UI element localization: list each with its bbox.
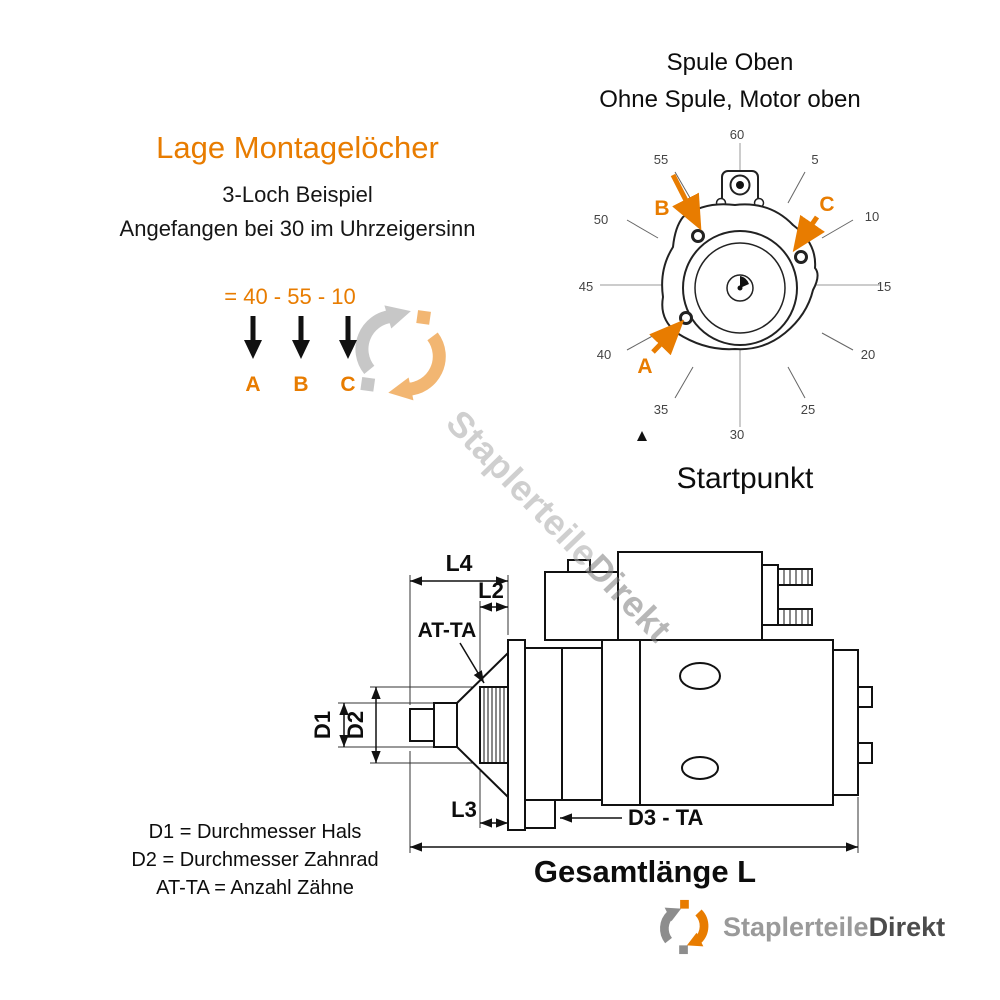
clock-title-line2: Ohne Spule, Motor oben (599, 86, 861, 113)
hole-label-b: B (293, 373, 308, 396)
brand-logo-icon (660, 899, 709, 955)
solenoid (617, 551, 763, 641)
clock-label-a: A (637, 355, 652, 378)
terminal-stud (777, 608, 813, 626)
dim-label-l4: L4 (446, 550, 473, 576)
legend: D1 = Durchmesser Hals D2 = Durchmesser Z… (105, 818, 405, 902)
starter-front-view (661, 170, 819, 351)
tick-20: 20 (861, 347, 875, 362)
legend-line-atta: AT-TA = Anzahl Zähne (156, 877, 354, 899)
hole-pointer-arrows (649, 173, 825, 356)
mounting-holes (679, 229, 808, 325)
tick-15: 15 (877, 279, 891, 294)
shaft-neck (433, 702, 458, 748)
housing-foot (524, 799, 556, 829)
clock-header: Spule Oben Ohne Spule, Motor oben (530, 44, 930, 118)
clock-label-b: B (654, 197, 669, 220)
tick-5: 5 (811, 152, 818, 167)
pinion-gear (479, 686, 509, 764)
formula-arrows: A B C (244, 316, 357, 396)
dim-label-d3ta: D3 - TA (628, 805, 703, 830)
brand-name-part1: Staplerteile (723, 911, 869, 942)
down-arrow-icon (244, 316, 357, 359)
shaft-tip (409, 708, 435, 742)
starter-body (409, 551, 873, 831)
left-panel-subtitle-2: Angefangen bei 30 im Uhrzeigersinn (119, 216, 476, 241)
tick-10: 10 (865, 209, 879, 224)
terminal-stud (777, 568, 813, 586)
left-panel-title: Lage Montagelöcher (156, 130, 439, 165)
gear-teeth-hatch (483, 687, 505, 763)
end-cap (832, 649, 859, 796)
drive-housing (524, 647, 603, 801)
dim-label-d1: D1 (310, 711, 335, 739)
starter-side-view-drawing: L4 L2 AT-TA D1 D2 L3 D3 - TA Gesamtlänge… (310, 550, 873, 889)
tick-40: 40 (597, 347, 611, 362)
dim-label-l2: L2 (478, 578, 504, 603)
clock-label-c: C (819, 193, 834, 216)
total-length-label: Gesamtlänge L (534, 854, 756, 889)
motor-body (601, 639, 834, 806)
startpoint-marker (637, 431, 647, 441)
hole-label-a: A (245, 373, 260, 396)
legend-line-d1: D1 = Durchmesser Hals (148, 821, 362, 843)
extension-lines (338, 575, 859, 853)
dim-label-attta: AT-TA (418, 619, 477, 642)
left-panel-subtitle-1: 3-Loch Beispiel (222, 182, 373, 207)
tick-30: 30 (730, 427, 744, 442)
dim-label-d2: D2 (343, 711, 368, 739)
hole-label-c: C (340, 373, 355, 396)
startpunkt-caption: Startpunkt (676, 462, 814, 495)
tick-55: 55 (654, 152, 668, 167)
dimension-lines (339, 576, 858, 852)
brand-name-part2: Direkt (868, 911, 946, 942)
mounting-hole-clock-diagram: 60 5 10 15 20 25 30 35 40 45 50 55 (579, 127, 891, 442)
terminal-plate (761, 564, 779, 626)
tick-45: 45 (579, 279, 593, 294)
tick-50: 50 (594, 212, 608, 227)
hole-position-formula: = 40 - 55 - 10 (224, 284, 356, 309)
tick-25: 25 (801, 402, 815, 417)
mounting-flange (507, 639, 526, 831)
clock-title-line1: Spule Oben (666, 49, 794, 76)
brand-logo-text: StaplerteileDirekt (723, 912, 945, 943)
brand-logo: StaplerteileDirekt (655, 898, 945, 956)
tick-35: 35 (654, 402, 668, 417)
left-panel: Lage Montagelöcher 3-Loch Beispiel Angef… (80, 130, 515, 246)
tick-60: 60 (730, 127, 744, 142)
solenoid-step (544, 571, 619, 641)
legend-line-d2: D2 = Durchmesser Zahnrad (131, 849, 379, 871)
dim-label-l3: L3 (451, 797, 477, 822)
